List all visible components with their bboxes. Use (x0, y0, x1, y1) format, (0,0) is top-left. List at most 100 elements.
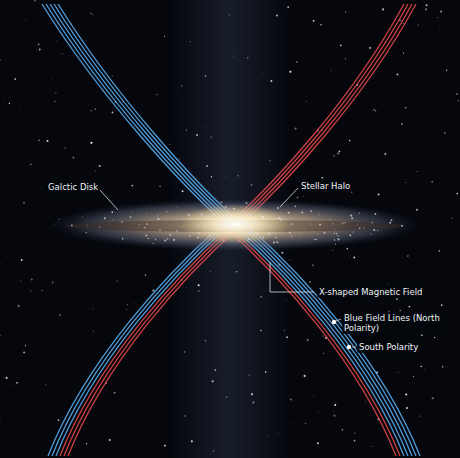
star-dot (25, 345, 26, 346)
disk-star (332, 223, 333, 224)
disk-star (146, 212, 148, 214)
star-dot (349, 256, 351, 258)
star-dot (456, 93, 458, 95)
star-dot (332, 249, 334, 251)
star-dot (99, 165, 101, 167)
disk-star (315, 239, 317, 241)
star-dot (252, 402, 254, 404)
disk-star (278, 207, 280, 209)
star-dot (14, 78, 16, 80)
star-dot (318, 410, 320, 412)
star-dot (373, 109, 375, 111)
star-dot (426, 4, 428, 6)
star-dot (52, 282, 54, 284)
disk-star (310, 210, 312, 212)
star-dot (211, 176, 212, 177)
disk-star (280, 219, 282, 221)
star-dot (126, 309, 127, 310)
disk-star (176, 230, 178, 232)
star-dot (322, 335, 324, 337)
star-dot (439, 250, 441, 252)
star-dot (378, 194, 380, 196)
star-dot (456, 193, 458, 195)
star-dot (34, 0, 36, 1)
star-dot (169, 144, 170, 145)
star-dot (432, 397, 434, 399)
disk-star (197, 224, 198, 225)
star-dot (51, 78, 53, 80)
star-dot (312, 264, 314, 266)
star-dot (94, 108, 96, 110)
star-dot (313, 20, 315, 22)
star-dot (334, 415, 336, 417)
star-dot (349, 125, 351, 127)
star-dot (0, 421, 1, 422)
star-dot (6, 377, 8, 379)
star-dot (3, 98, 5, 100)
star-dot (438, 32, 440, 34)
star-dot (21, 259, 23, 261)
star-dot (335, 401, 337, 403)
star-dot (405, 393, 407, 395)
star-dot (420, 366, 422, 368)
disk-star (209, 235, 210, 236)
disk-star (222, 230, 223, 231)
star-dot (117, 280, 118, 281)
star-dot (30, 290, 31, 291)
disk-star (350, 215, 352, 217)
star-dot (9, 103, 10, 104)
star-dot (164, 36, 165, 37)
disk-star (159, 229, 161, 231)
disk-star (288, 212, 290, 214)
star-dot (277, 432, 279, 434)
star-dot (330, 70, 332, 72)
star-dot (270, 80, 272, 82)
disk-star (131, 211, 133, 213)
star-dot (304, 375, 306, 377)
disk-star (262, 237, 264, 239)
star-dot (19, 105, 21, 107)
disk-star (220, 218, 222, 220)
star-dot (38, 139, 40, 141)
star-dot (73, 157, 75, 159)
disk-star (248, 232, 250, 234)
star-dot (440, 11, 442, 13)
disk-star (146, 223, 148, 225)
star-dot (444, 132, 446, 134)
star-dot (86, 443, 88, 445)
disk-star (317, 233, 319, 235)
star-dot (346, 248, 348, 250)
star-dot (260, 330, 262, 332)
star-dot (457, 100, 459, 102)
star-dot (409, 306, 411, 308)
star-dot (45, 384, 46, 385)
star-dot (265, 371, 267, 373)
star-dot (6, 256, 8, 258)
star-dot (421, 334, 423, 336)
star-dot (416, 171, 417, 172)
star-dot (62, 53, 63, 54)
star-dot (382, 8, 384, 10)
star-dot (23, 352, 25, 354)
star-dot (438, 25, 440, 27)
star-dot (58, 419, 60, 421)
star-dot (54, 101, 55, 102)
star-dot (384, 151, 386, 153)
star-dot (90, 110, 91, 111)
star-dot (184, 351, 185, 352)
star-dot (297, 197, 298, 198)
star-dot (391, 246, 393, 248)
star-dot (249, 374, 250, 375)
star-dot (260, 296, 262, 298)
star-dot (441, 304, 443, 306)
disk-star (324, 232, 326, 234)
star-dot (353, 257, 355, 259)
disk-star (401, 225, 403, 227)
disk-star (277, 207, 279, 209)
disk-star (225, 206, 227, 208)
star-dot (423, 369, 425, 371)
star-dot (425, 8, 427, 10)
disk-star (310, 223, 311, 224)
field-label: X-shaped Magnetic Field (317, 286, 424, 298)
star-dot (407, 255, 408, 256)
